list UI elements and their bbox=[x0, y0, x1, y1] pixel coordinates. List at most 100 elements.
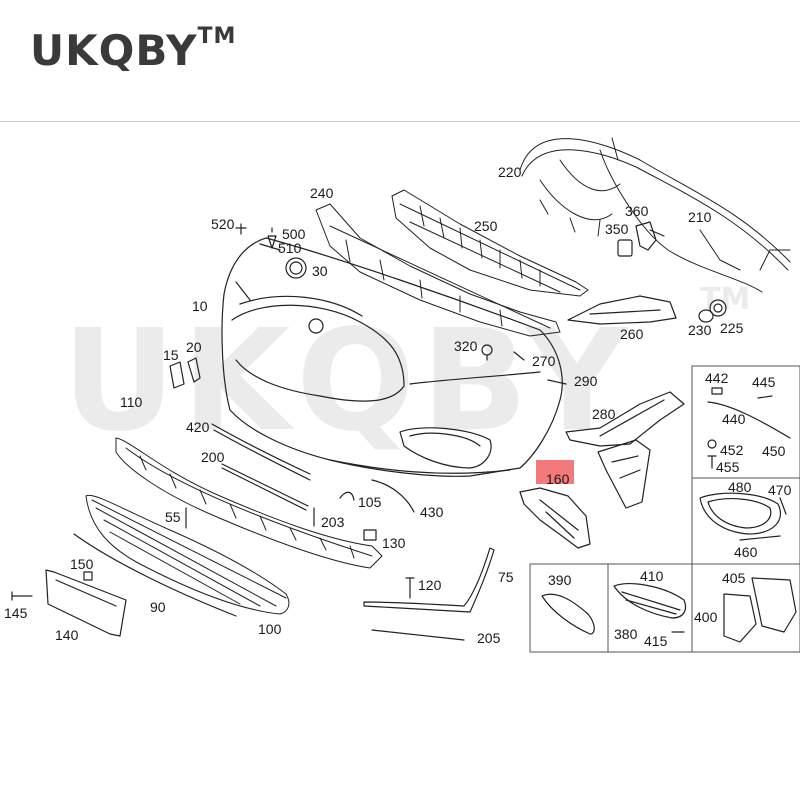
trim-470 bbox=[779, 497, 787, 515]
label-225: 225 bbox=[720, 320, 744, 336]
label-445: 445 bbox=[752, 374, 776, 390]
label-480: 480 bbox=[728, 479, 752, 495]
clip-320 bbox=[481, 344, 493, 361]
strip-290 bbox=[547, 379, 567, 385]
label-520: 520 bbox=[211, 216, 235, 232]
label-405: 405 bbox=[722, 570, 746, 586]
label-145: 145 bbox=[4, 605, 28, 621]
label-200: 200 bbox=[201, 449, 225, 465]
label-410: 410 bbox=[640, 568, 664, 584]
highlight-marker bbox=[536, 460, 574, 484]
label-380: 380 bbox=[614, 626, 638, 642]
label-55: 55 bbox=[165, 509, 181, 525]
duct-405 bbox=[751, 577, 797, 633]
clip-500-510 bbox=[267, 227, 277, 249]
sensor-350 bbox=[617, 239, 633, 257]
label-150: 150 bbox=[70, 556, 94, 572]
reinforcement-250 bbox=[391, 189, 589, 297]
label-460: 460 bbox=[734, 544, 758, 560]
trim-460 bbox=[739, 535, 781, 541]
label-270: 270 bbox=[532, 353, 556, 369]
absorber-240 bbox=[315, 203, 561, 337]
screw-120 bbox=[405, 577, 415, 599]
label-240: 240 bbox=[310, 185, 334, 201]
trim-445 bbox=[757, 395, 773, 399]
header-divider bbox=[0, 121, 800, 122]
label-440: 440 bbox=[722, 411, 746, 427]
clip-130 bbox=[363, 529, 377, 541]
label-220: 220 bbox=[498, 164, 522, 180]
side-panel-280 bbox=[565, 391, 685, 447]
label-100: 100 bbox=[258, 621, 282, 637]
label-140: 140 bbox=[55, 627, 79, 643]
label-510: 510 bbox=[278, 240, 302, 256]
bumper-cover-10 bbox=[221, 237, 563, 477]
clip-442 bbox=[711, 387, 723, 395]
emblem-mount bbox=[308, 318, 324, 334]
label-415: 415 bbox=[644, 633, 668, 649]
label-90: 90 bbox=[150, 599, 166, 615]
label-105: 105 bbox=[358, 494, 382, 510]
side-vent-160 bbox=[519, 487, 591, 549]
inset-boxes bbox=[529, 365, 800, 653]
label-120: 120 bbox=[418, 577, 442, 593]
label-455: 455 bbox=[716, 459, 740, 475]
sensor-bracket-360 bbox=[635, 221, 665, 251]
grille-100 bbox=[85, 494, 290, 615]
label-130: 130 bbox=[382, 535, 406, 551]
label-280: 280 bbox=[592, 406, 616, 422]
label-360: 360 bbox=[625, 203, 649, 219]
clip-270 bbox=[513, 351, 525, 361]
label-260: 260 bbox=[620, 326, 644, 342]
label-350: 350 bbox=[605, 221, 629, 237]
trim-440 bbox=[707, 401, 791, 439]
clip-520 bbox=[235, 223, 247, 235]
label-390: 390 bbox=[548, 572, 572, 588]
label-250: 250 bbox=[474, 218, 498, 234]
strip-200 bbox=[221, 463, 309, 511]
grille-390 bbox=[541, 593, 595, 635]
bolt-145 bbox=[11, 591, 33, 601]
bracket-260 bbox=[567, 295, 677, 325]
plate-bracket-140 bbox=[45, 569, 127, 637]
strip-430 bbox=[371, 479, 415, 513]
label-500: 500 bbox=[282, 226, 306, 242]
label-30: 30 bbox=[312, 263, 328, 279]
bracket-15 bbox=[169, 361, 185, 389]
label-452: 452 bbox=[720, 442, 744, 458]
label-203: 203 bbox=[321, 514, 345, 530]
strip-420 bbox=[211, 423, 311, 481]
label-420: 420 bbox=[186, 419, 210, 435]
label-290: 290 bbox=[574, 373, 598, 389]
label-15: 15 bbox=[163, 347, 179, 363]
label-430: 430 bbox=[420, 504, 444, 520]
duct-400 bbox=[723, 593, 757, 643]
clip-105 bbox=[339, 491, 355, 501]
label-230: 230 bbox=[688, 322, 712, 338]
label-470: 470 bbox=[768, 482, 792, 498]
trim-75 bbox=[363, 547, 495, 613]
bracket-20 bbox=[187, 357, 201, 383]
label-450: 450 bbox=[762, 443, 786, 459]
strip-90 bbox=[73, 533, 237, 617]
wiring-harness bbox=[519, 137, 791, 293]
vent-frame-480 bbox=[699, 492, 781, 535]
lower-carrier-110 bbox=[115, 437, 383, 569]
label-205: 205 bbox=[477, 630, 501, 646]
label-20: 20 bbox=[186, 339, 202, 355]
label-110: 110 bbox=[120, 394, 143, 410]
label-442: 442 bbox=[705, 370, 729, 386]
clip-455 bbox=[707, 455, 717, 469]
label-75: 75 bbox=[498, 569, 514, 585]
trim-205 bbox=[371, 629, 465, 641]
label-210: 210 bbox=[688, 209, 712, 225]
emblem-30 bbox=[285, 257, 307, 279]
brand-logo: UKQBYTM bbox=[30, 24, 237, 75]
grille-410 bbox=[613, 583, 687, 619]
label-400: 400 bbox=[694, 609, 718, 625]
side-vent-frame bbox=[597, 439, 651, 509]
clip-150 bbox=[83, 571, 93, 581]
cap-225-230 bbox=[698, 299, 727, 323]
label-10: 10 bbox=[192, 298, 208, 314]
